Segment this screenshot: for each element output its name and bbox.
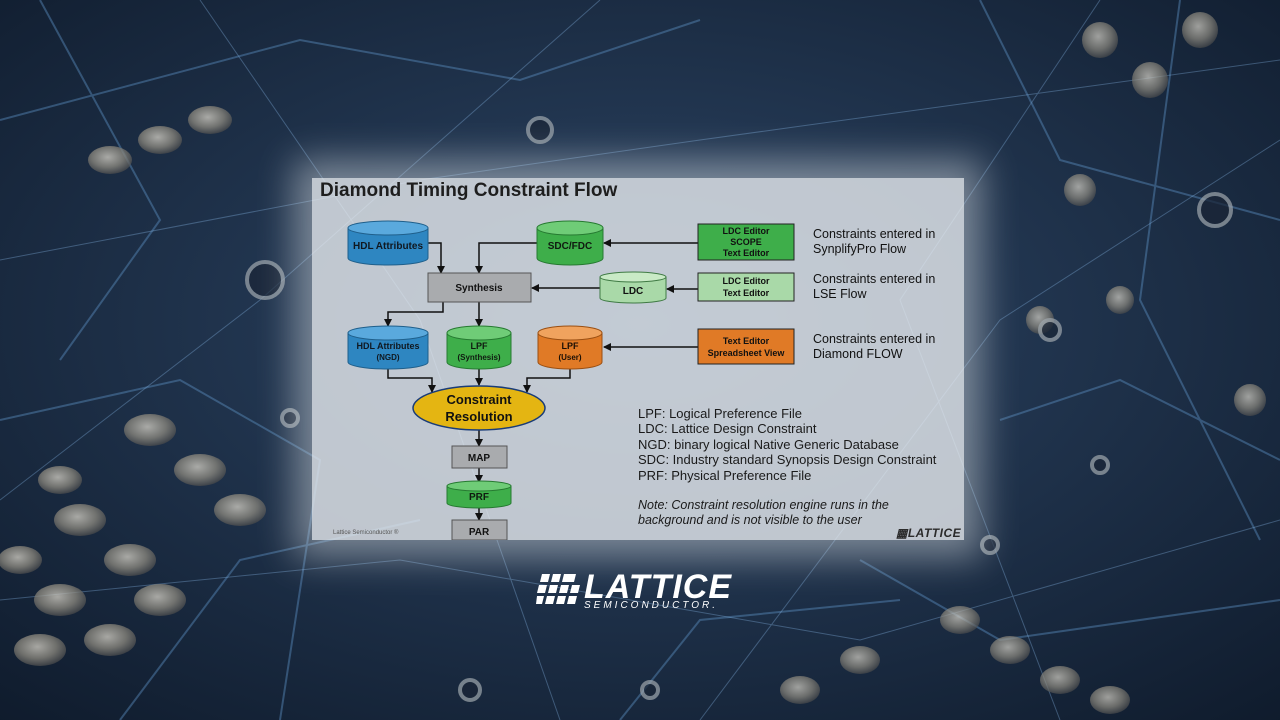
label-lse-line2: LSE Flow xyxy=(813,287,867,301)
svg-text:(Synthesis): (Synthesis) xyxy=(457,353,500,362)
node-ldc: LDC xyxy=(599,271,667,304)
svg-text:PRF: PRF xyxy=(469,492,489,503)
node-ldc-editor: LDC Editor Text Editor xyxy=(697,272,795,302)
svg-text:Text Editor: Text Editor xyxy=(723,248,770,258)
svg-text:LPF: LPF xyxy=(471,341,489,351)
legend-lpf: LPF: Logical Preference File xyxy=(638,406,803,421)
svg-text:(User): (User) xyxy=(558,353,581,362)
node-constraint-resolution: Constraint Resolution xyxy=(412,385,546,431)
note: Note: Constraint resolution engine runs … xyxy=(638,498,889,529)
node-synthesis: Synthesis xyxy=(427,272,532,303)
svg-text:LPF: LPF xyxy=(562,341,580,351)
lattice-logo-icon xyxy=(536,574,580,604)
node-text-editor: Text Editor Spreadsheet View xyxy=(697,328,795,365)
node-prf: PRF xyxy=(446,480,512,509)
svg-text:Constraint: Constraint xyxy=(447,392,513,407)
note-line2: background and is not visible to the use… xyxy=(638,513,862,528)
side-labels: Constraints entered in SynplifyPro Flow … xyxy=(813,227,935,361)
svg-text:Spreadsheet View: Spreadsheet View xyxy=(708,348,786,358)
label-diamond-line1: Constraints entered in xyxy=(813,332,935,346)
slide-title: Diamond Timing Constraint Flow xyxy=(320,180,618,201)
legend-sdc: SDC: Industry standard Synopsis Design C… xyxy=(638,452,937,468)
lattice-mini-icon: ▦ xyxy=(896,526,908,540)
svg-text:Text Editor: Text Editor xyxy=(723,336,770,346)
constraint-flow-diagram: HDL Attributes SDC/FDC LDC Editor SCOPE … xyxy=(347,220,935,540)
svg-text:PAR: PAR xyxy=(469,527,490,538)
connector-ngd-to-constraint xyxy=(387,368,436,393)
svg-text:Text Editor: Text Editor xyxy=(723,288,770,298)
node-hdl-attributes: HDL Attributes xyxy=(347,220,429,266)
label-diamond-line2: Diamond FLOW xyxy=(813,347,903,361)
connector-sdc-to-synthesis xyxy=(475,242,537,274)
connector-lpfuser-to-constraint xyxy=(523,368,571,393)
legend-prf: PRF: Physical Preference File xyxy=(638,467,812,483)
svg-text:SCOPE: SCOPE xyxy=(730,237,762,247)
svg-text:LDC Editor: LDC Editor xyxy=(723,276,770,286)
legend: LPF: Logical Preference File LDC: Lattic… xyxy=(638,406,936,483)
legend-ldc: LDC: Lattice Design Constraint xyxy=(638,421,817,437)
lattice-logo-subtitle: SEMICONDUCTOR. xyxy=(584,600,719,611)
node-lpf-user: LPF (User) xyxy=(537,325,603,370)
label-lse-line1: Constraints entered in xyxy=(813,272,935,286)
svg-text:HDL Attributes: HDL Attributes xyxy=(357,341,420,351)
node-par: PAR xyxy=(451,519,508,540)
node-lpf-synthesis: LPF (Synthesis) xyxy=(446,325,512,370)
slide-footer-logo: ▦LATTICE xyxy=(896,526,962,540)
label-synplify-line1: Constraints entered in xyxy=(813,227,935,241)
svg-text:Synthesis: Synthesis xyxy=(455,283,503,294)
connector-synthesis-to-ngd xyxy=(384,302,444,327)
svg-text:HDL Attributes: HDL Attributes xyxy=(353,241,423,252)
node-sdc-fdc: SDC/FDC xyxy=(536,220,604,266)
svg-text:LDC: LDC xyxy=(623,286,644,297)
note-line1: Note: Constraint resolution engine runs … xyxy=(638,498,889,512)
node-map: MAP xyxy=(451,445,508,469)
node-ldc-editor-scope: LDC Editor SCOPE Text Editor xyxy=(697,223,795,261)
svg-text:(NGD): (NGD) xyxy=(376,353,399,362)
slide-footer-text: Lattice Semiconductor ® xyxy=(333,530,399,536)
legend-ngd: NGD: binary logical Native Generic Datab… xyxy=(638,436,899,452)
svg-text:MAP: MAP xyxy=(468,453,491,464)
svg-text:SDC/FDC: SDC/FDC xyxy=(548,241,592,252)
label-synplify-line2: SynplifyPro Flow xyxy=(813,242,907,256)
node-hdl-attributes-ngd: HDL Attributes (NGD) xyxy=(347,325,429,370)
svg-text:Resolution: Resolution xyxy=(445,409,512,424)
connector-hdl-to-synthesis xyxy=(428,242,445,274)
lattice-logo-word: LATTICE xyxy=(584,568,733,606)
svg-text:LDC Editor: LDC Editor xyxy=(723,226,770,236)
